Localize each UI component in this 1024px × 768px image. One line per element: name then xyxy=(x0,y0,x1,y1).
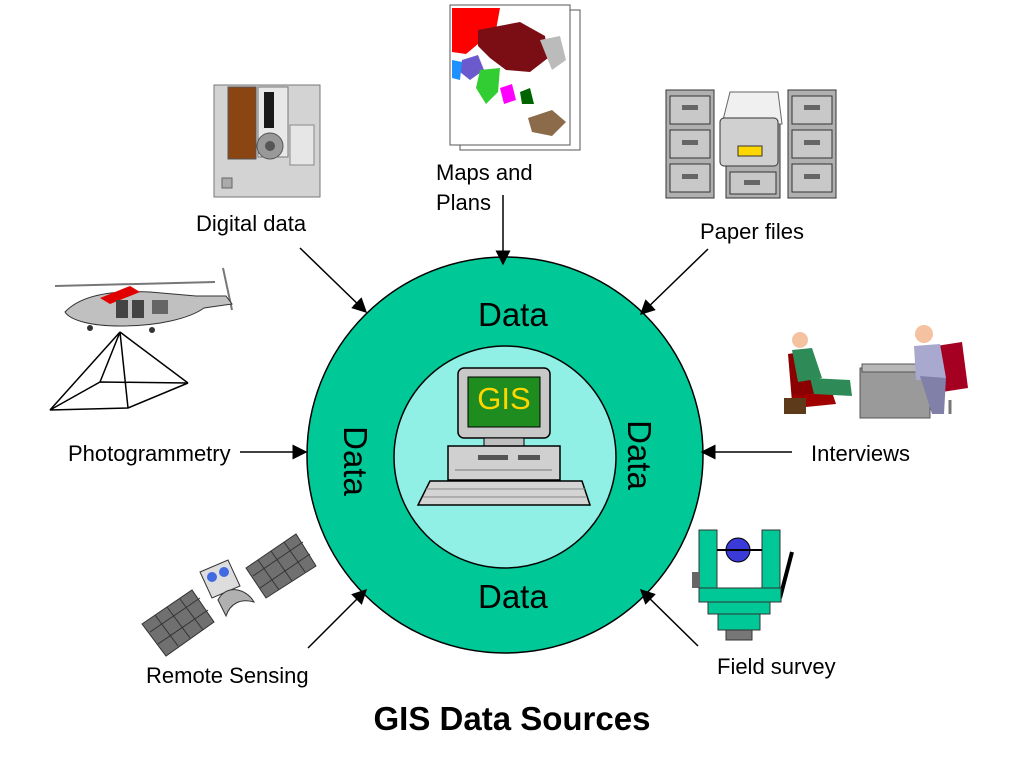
label-photogrammetry: Photogrammetry xyxy=(68,441,231,466)
ring-data-bottom: Data xyxy=(478,578,548,615)
interview-people-icon xyxy=(784,325,968,419)
theodolite-icon xyxy=(692,529,794,641)
ring-data-left: Data xyxy=(336,426,374,496)
arrows xyxy=(240,195,792,649)
diagram-title: GIS Data Sources xyxy=(373,700,651,737)
arrow-field xyxy=(639,588,699,647)
label-field-survey: Field survey xyxy=(717,654,836,679)
gis-screen-text: GIS xyxy=(477,381,531,416)
label-interviews: Interviews xyxy=(811,441,911,466)
ring-data-right: Data xyxy=(620,420,658,490)
arrow-digital xyxy=(299,247,368,314)
label-digital-data: Digital data xyxy=(196,211,307,236)
helicopter-icon xyxy=(54,267,233,333)
floppy-disk-icon xyxy=(213,84,321,198)
arrow-remote xyxy=(307,588,368,649)
ring-data-top: Data xyxy=(478,296,548,333)
label-maps-line2: Plans xyxy=(436,190,492,215)
label-remote-sensing: Remote Sensing xyxy=(146,663,309,688)
photogrammetry-pyramid xyxy=(49,331,189,411)
label-maps-line1: Maps and xyxy=(436,160,533,185)
arrow-paper xyxy=(639,248,709,316)
computer-icon xyxy=(416,367,592,506)
label-paper-files: Paper files xyxy=(700,219,804,244)
satellite-icon xyxy=(141,533,317,657)
filing-cabinet-icon xyxy=(665,89,837,199)
world-map-icon xyxy=(449,4,581,151)
